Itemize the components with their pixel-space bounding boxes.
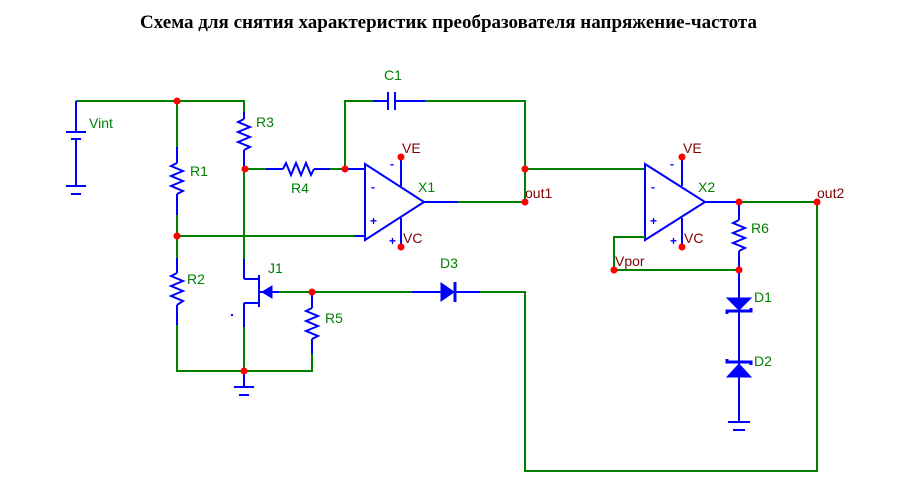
out2-label: out2 (817, 185, 844, 201)
r2-label: R2 (187, 271, 205, 287)
ground-j1 (234, 371, 254, 396)
x1-minus-pin: - (371, 180, 375, 194)
x2-ve-minus-pin: - (670, 157, 674, 171)
vint-label: Vint (89, 115, 113, 131)
node-x1-minus (341, 165, 349, 173)
opamp-x1[interactable]: - + - + X1 VE VC (345, 140, 525, 248)
r5-label: R5 (325, 310, 343, 326)
x2-plus-pin: + (650, 214, 657, 228)
r1-label: R1 (190, 163, 208, 179)
jfet-j1[interactable]: J1 (231, 259, 312, 371)
zener-d1[interactable]: D1 (725, 289, 772, 314)
r4-label: R4 (291, 180, 309, 196)
node-x2-ve (678, 153, 686, 161)
resistor-r6[interactable]: R6 (730, 202, 769, 270)
x2-vc-plus-pin: + (670, 234, 677, 248)
diode-d3[interactable]: D3 (312, 202, 818, 472)
schematic-title: Схема для снятия характеристик преобразо… (140, 12, 757, 33)
zener-d2[interactable]: D2 (725, 353, 772, 378)
d2-label: D2 (754, 353, 772, 369)
x1-vc-plus-pin: + (389, 234, 396, 248)
node-x1-ve (397, 153, 405, 161)
node-out2 (813, 198, 821, 206)
node-x2-vc (678, 243, 686, 251)
d1-label: D1 (754, 289, 772, 305)
ground-d2 (728, 421, 750, 431)
node-j1-gate (308, 288, 316, 296)
x2-minus-pin: - (651, 180, 655, 194)
d3-label: D3 (440, 255, 458, 271)
node-c1-out1 (521, 165, 529, 173)
node-r6-d1 (735, 266, 743, 274)
node-ground (240, 367, 248, 375)
x1-vc-label: VC (403, 230, 422, 246)
junction-nodes (173, 97, 821, 375)
resistor-r3[interactable]: R3 (235, 112, 274, 169)
j1-label: J1 (268, 260, 283, 276)
x2-label: X2 (698, 179, 715, 195)
c1-label: C1 (384, 67, 402, 83)
node-top (173, 97, 181, 105)
node-x1-vc (397, 243, 405, 251)
resistor-r5[interactable]: R5 (244, 292, 343, 372)
out1-label: out1 (525, 185, 552, 201)
node-r3-r4 (241, 165, 249, 173)
node-r1-r2 (173, 232, 181, 240)
x1-plus-pin: + (370, 214, 377, 228)
opamp-x2[interactable]: - + - + X2 VE VC (613, 140, 817, 271)
resistor-r1[interactable]: R1 (168, 101, 208, 258)
vint-source[interactable]: Vint (66, 100, 177, 195)
x1-ve-label: VE (402, 140, 421, 156)
resistor-r4[interactable]: R4 (244, 160, 345, 196)
x2-vc-label: VC (684, 230, 703, 246)
x2-ve-label: VE (683, 140, 702, 156)
r3-label: R3 (256, 114, 274, 130)
node-vpor (610, 266, 618, 274)
node-x2-out (735, 198, 743, 206)
node-out1 (521, 198, 529, 206)
wire-top (177, 100, 245, 112)
x1-label: X1 (418, 179, 435, 195)
resistor-r2[interactable]: R2 (168, 258, 244, 372)
x1-ve-minus-pin: - (390, 157, 394, 171)
r6-label: R6 (751, 220, 769, 236)
vpor-label: Vpor (615, 253, 645, 269)
